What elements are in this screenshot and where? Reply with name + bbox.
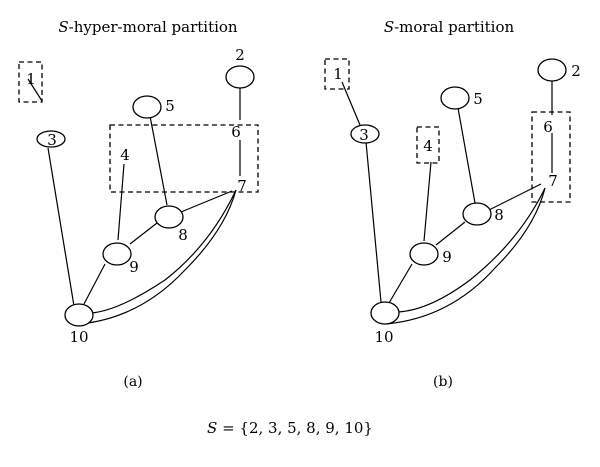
panel-a: S-hyper-moral partition 1 3 2 5 6 4 7 8 …: [18, 18, 259, 390]
partition-box-1: [18, 61, 43, 103]
panel-b-title: S-moral partition: [384, 18, 515, 36]
partition-box-4-6-7: [109, 124, 259, 193]
node-10: [64, 303, 94, 327]
node-9: [102, 242, 132, 266]
node-3: [36, 130, 66, 148]
node-label-2: 2: [571, 62, 581, 80]
edge-4-9: [423, 161, 432, 242]
node-label-5: 5: [473, 90, 483, 108]
panel-b-caption: (b): [433, 374, 453, 390]
node-5: [132, 95, 162, 119]
edge-9-10: [83, 263, 106, 305]
edge-5-8: [149, 115, 168, 206]
edge-8-7: [180, 190, 233, 213]
set-definition: S = {2, 3, 5, 8, 9, 10}: [207, 419, 373, 437]
edge-1-3: [341, 81, 361, 126]
node-2: [537, 58, 567, 82]
panel-b: S-moral partition 1 3 2 5 6 4 7 8 9: [324, 18, 581, 390]
node-label-9: 9: [442, 248, 452, 266]
node-label-8: 8: [178, 226, 188, 244]
edge-4-9: [117, 163, 125, 241]
node-10: [370, 301, 400, 325]
node-label-3: 3: [359, 126, 369, 144]
node-label-3: 3: [47, 131, 57, 149]
partition-box-4: [416, 126, 440, 164]
panel-a-caption: (a): [123, 374, 142, 390]
node-label-10: 10: [69, 328, 88, 346]
edge-10-7-curve-lower: [397, 187, 546, 313]
edge-3-10: [365, 141, 382, 303]
node-label-2: 2: [235, 46, 245, 64]
node-label-6: 6: [231, 123, 241, 141]
edge-10-7-curve-upper: [79, 189, 237, 325]
partition-box-1: [324, 58, 350, 90]
node-label-1: 1: [26, 70, 36, 88]
node-label-7: 7: [237, 177, 247, 195]
node-label-4: 4: [423, 137, 433, 155]
node-label-6: 6: [543, 118, 553, 136]
node-label-4: 4: [120, 146, 130, 164]
edge-8-9: [129, 222, 158, 245]
edge-1-3: [27, 78, 43, 102]
node-3: [350, 124, 380, 144]
node-label-10: 10: [374, 328, 393, 346]
node-8: [154, 205, 184, 229]
edge-10-7-curve-upper: [385, 187, 546, 325]
node-5: [440, 86, 470, 110]
edge-3-10: [47, 147, 75, 307]
node-label-9: 9: [129, 258, 139, 276]
node-label-5: 5: [165, 97, 175, 115]
node-9: [409, 242, 439, 266]
node-8: [462, 202, 492, 226]
partition-box-6-7: [531, 111, 571, 203]
edge-8-9: [435, 221, 466, 246]
edge-5-8: [457, 107, 476, 204]
edge-10-7-curve-lower: [91, 189, 237, 314]
node-label-8: 8: [494, 206, 504, 224]
node-label-7: 7: [548, 172, 558, 190]
edge-9-10: [388, 263, 413, 304]
panel-a-title: S-hyper-moral partition: [58, 18, 238, 36]
node-label-1: 1: [333, 65, 343, 83]
node-2: [225, 65, 255, 89]
